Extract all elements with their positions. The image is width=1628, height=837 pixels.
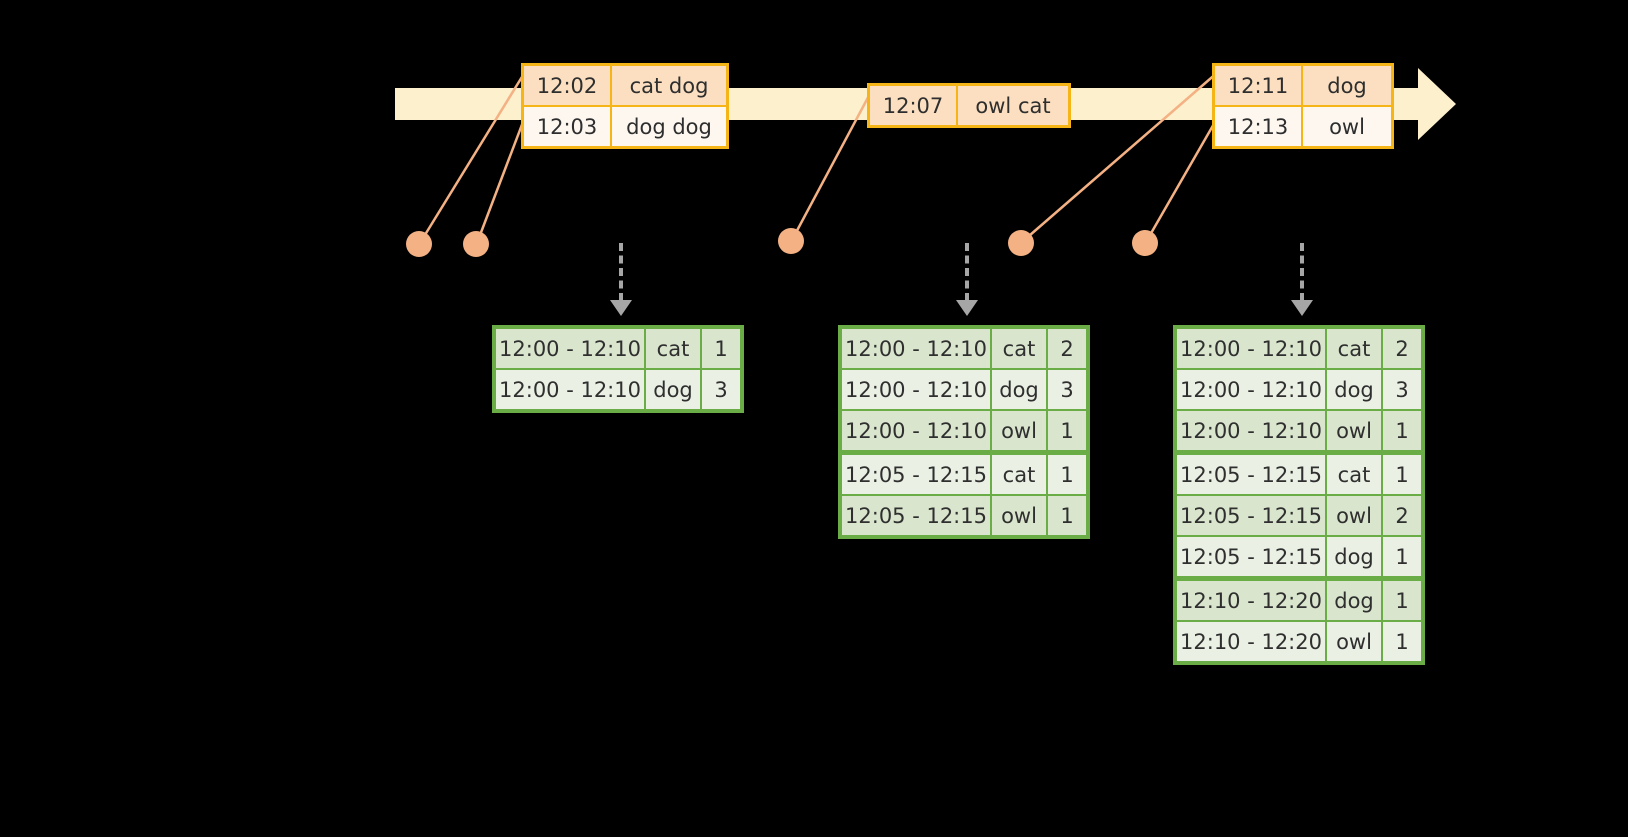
count-cell: 1 <box>1046 455 1086 494</box>
word-cell: owl <box>1325 411 1381 450</box>
connector-dot-3 <box>778 228 804 254</box>
emit-arrow-head-icon <box>956 300 978 316</box>
event-words: owl cat <box>956 86 1068 125</box>
event-row: 12:13 owl <box>1215 105 1391 146</box>
count-cell: 1 <box>1381 537 1421 576</box>
window-cell: 12:05 - 12:15 <box>842 496 990 535</box>
window-cell: 12:05 - 12:15 <box>842 455 990 494</box>
count-cell: 3 <box>1046 370 1086 409</box>
window-cell: 12:00 - 12:10 <box>842 411 990 450</box>
event-words: dog dog <box>610 107 726 146</box>
connector-dot-5 <box>1132 230 1158 256</box>
count-cell: 2 <box>1046 329 1086 368</box>
count-cell: 2 <box>1381 496 1421 535</box>
event-words: owl <box>1301 107 1391 146</box>
window-cell: 12:05 - 12:15 <box>1177 537 1325 576</box>
event-row: 12:11 dog <box>1215 66 1391 105</box>
event-box: 12:02 cat dog 12:03 dog dog <box>521 63 729 149</box>
word-cell: cat <box>990 455 1046 494</box>
window-cell: 12:00 - 12:10 <box>842 370 990 409</box>
window-cell: 12:10 - 12:20 <box>1177 581 1325 620</box>
window-cell: 12:05 - 12:15 <box>1177 455 1325 494</box>
connector-line-2 <box>475 121 525 244</box>
count-cell: 1 <box>1381 455 1421 494</box>
connector-dot-1 <box>406 231 432 257</box>
event-time: 12:03 <box>524 107 610 146</box>
count-cell: 1 <box>1046 496 1086 535</box>
count-cell: 1 <box>1381 411 1421 450</box>
event-time: 12:13 <box>1215 107 1301 146</box>
window-cell: 12:05 - 12:15 <box>1177 496 1325 535</box>
emit-arrow-stem <box>619 243 623 301</box>
word-cell: dog <box>644 370 700 409</box>
event-row: 12:07 owl cat <box>870 86 1068 125</box>
event-row: 12:02 cat dog <box>524 66 726 105</box>
count-cell: 1 <box>1381 622 1421 661</box>
emit-arrow-stem <box>1300 243 1304 301</box>
count-cell: 1 <box>1381 581 1421 620</box>
window-cell: 12:10 - 12:20 <box>1177 622 1325 661</box>
window-cell: 12:00 - 12:10 <box>496 370 644 409</box>
connector-dot-2 <box>463 231 489 257</box>
word-cell: cat <box>1325 329 1381 368</box>
emit-arrow-1 <box>610 243 632 316</box>
window-cell: 12:00 - 12:10 <box>1177 370 1325 409</box>
word-cell: dog <box>1325 537 1381 576</box>
count-cell: 3 <box>1381 370 1421 409</box>
word-cell: owl <box>990 411 1046 450</box>
word-cell: cat <box>644 329 700 368</box>
count-cell: 1 <box>1046 411 1086 450</box>
window-cell: 12:00 - 12:10 <box>842 329 990 368</box>
word-cell: owl <box>1325 496 1381 535</box>
emit-arrow-head-icon <box>1291 300 1313 316</box>
event-time: 12:11 <box>1215 66 1301 105</box>
word-cell: dog <box>990 370 1046 409</box>
connector-dot-4 <box>1008 230 1034 256</box>
connector-line-5 <box>1144 121 1217 243</box>
event-time: 12:07 <box>870 86 956 125</box>
event-box: 12:11 dog 12:13 owl <box>1212 63 1394 149</box>
count-cell: 2 <box>1381 329 1421 368</box>
window-cell: 12:00 - 12:10 <box>1177 411 1325 450</box>
word-cell: dog <box>1325 370 1381 409</box>
word-cell: dog <box>1325 581 1381 620</box>
event-words: cat dog <box>610 66 726 105</box>
event-row: 12:03 dog dog <box>524 105 726 146</box>
emit-arrow-2 <box>956 243 978 316</box>
word-cell: cat <box>990 329 1046 368</box>
count-cell: 1 <box>700 329 740 368</box>
window-cell: 12:00 - 12:10 <box>1177 329 1325 368</box>
event-words: dog <box>1301 66 1391 105</box>
emit-arrow-3 <box>1291 243 1313 316</box>
word-cell: owl <box>1325 622 1381 661</box>
event-box: 12:07 owl cat <box>867 83 1071 128</box>
emit-arrow-stem <box>965 243 969 301</box>
window-cell: 12:00 - 12:10 <box>496 329 644 368</box>
count-cell: 3 <box>700 370 740 409</box>
word-cell: owl <box>990 496 1046 535</box>
word-cell: cat <box>1325 455 1381 494</box>
timeline-arrowhead-icon <box>1418 68 1456 140</box>
event-time: 12:02 <box>524 66 610 105</box>
emit-arrow-head-icon <box>610 300 632 316</box>
